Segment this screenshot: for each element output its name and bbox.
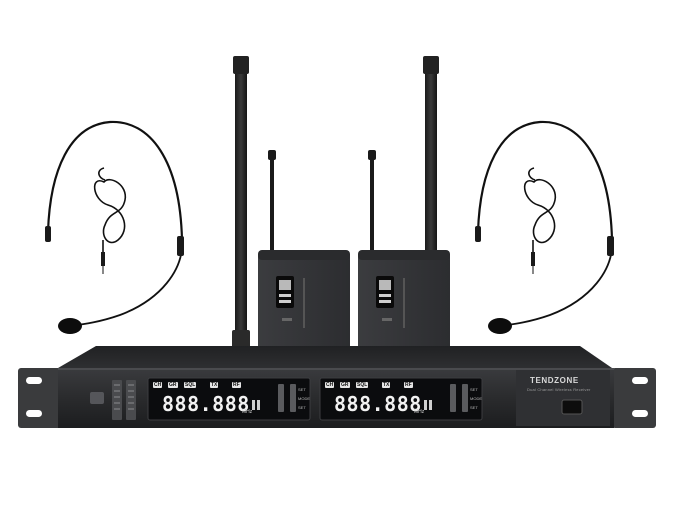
channel-b-tag-gr: GR — [340, 382, 350, 388]
channel-b-label-1: SET — [470, 387, 478, 392]
rack-ear-left — [18, 368, 62, 428]
channel-a-label-3: SET — [298, 405, 306, 410]
power-button[interactable] — [90, 392, 104, 404]
channel-a-tag-ch: CH — [153, 382, 163, 388]
channel-a-tag-rf: RF — [232, 382, 241, 388]
left-headset — [45, 120, 184, 334]
channel-b-tag-rf: RF — [404, 382, 413, 388]
ir-window — [561, 399, 583, 415]
channel-b-tag-tx: TX — [382, 382, 391, 388]
bodypack-transmitter-right — [358, 150, 450, 360]
channel-b-label-3: SET — [470, 405, 478, 410]
channel-a-tag-gr: GR — [168, 382, 178, 388]
channel-a-tag-tx: TX — [210, 382, 219, 388]
channel-b-buttons[interactable] — [450, 384, 468, 412]
channel-a-buttons[interactable] — [278, 384, 296, 412]
channel-b-tag-sql: SQL — [356, 382, 369, 388]
brand-panel — [516, 370, 610, 426]
channel-a-unit: MHz — [242, 409, 253, 415]
channel-a-label-1: SET — [298, 387, 306, 392]
channel-a-tag-sql: SQL — [184, 382, 197, 388]
lcd-channel-b — [319, 377, 483, 421]
brand-subtitle: Dual Channel Wireless Receiver — [527, 387, 591, 392]
receiver-antenna-left — [232, 56, 250, 348]
bodypack-transmitter-left — [258, 150, 350, 360]
channel-b-label-2: MODE — [470, 396, 482, 401]
receiver-top — [58, 346, 612, 368]
rack-ear-right — [612, 368, 656, 428]
channel-b-tag-ch: CH — [325, 382, 335, 388]
lcd-channel-a — [147, 377, 311, 421]
channel-b-frequency: 888.888 — [334, 392, 422, 416]
right-headset — [475, 120, 614, 334]
channel-b-unit: MHz — [414, 409, 425, 415]
channel-a-label-2: MODE — [298, 396, 310, 401]
brand-logo: TENDZONE — [530, 376, 579, 385]
channel-a-frequency: 888.888 — [162, 392, 250, 416]
